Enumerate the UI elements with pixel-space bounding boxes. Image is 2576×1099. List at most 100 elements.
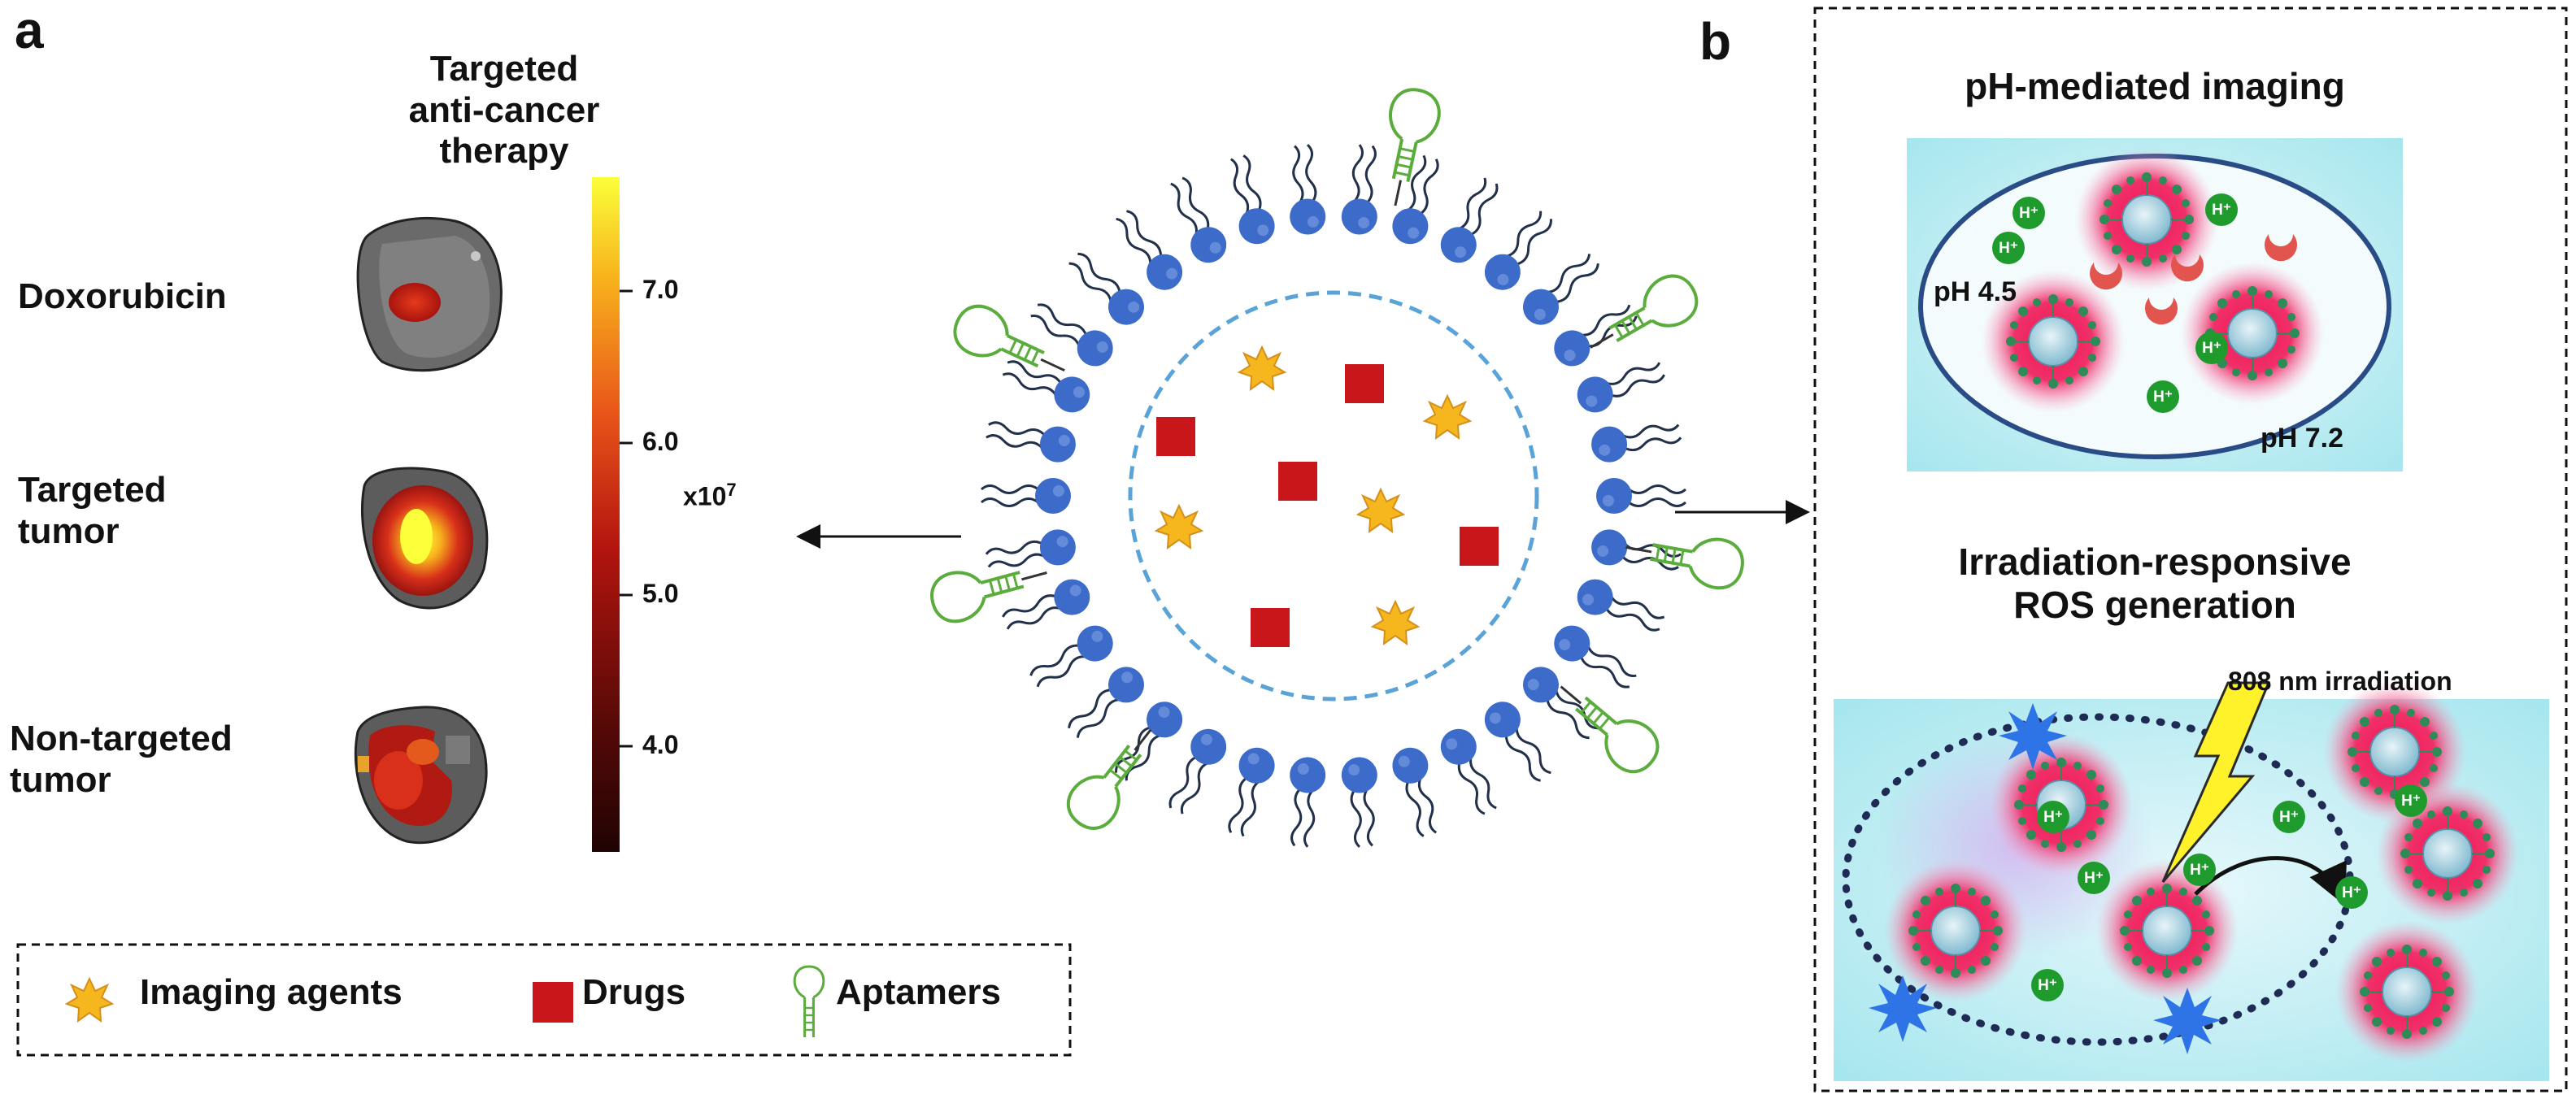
lipid-molecule [1105, 202, 1191, 299]
panel-a-title-line2: anti-cancer therapy [408, 89, 600, 172]
row-label-line: Non-targeted [10, 719, 233, 758]
panel-b-bottom-title: Irradiation-responsive ROS generation [1821, 541, 2488, 627]
liposome-aptamers [925, 83, 1748, 840]
liposome [980, 142, 1687, 849]
proton-badge: H⁺ [2037, 801, 2069, 833]
bottom-title-line1: Irradiation-responsive [1958, 541, 2352, 583]
tumor-image-doxorubicin [356, 217, 503, 372]
row-label-line: Targeted [18, 470, 167, 510]
proton-badge: H⁺ [2012, 197, 2045, 229]
row-label-doxorubicin: Doxorubicin [18, 276, 227, 318]
proton-badge: H⁺ [2183, 854, 2216, 886]
drug-square [1278, 462, 1317, 501]
proton-badge: H⁺ [2273, 801, 2305, 833]
lipid-molecule [1570, 572, 1670, 641]
imaging-agent-star [1424, 395, 1471, 439]
lipid-molecule [1476, 202, 1562, 299]
lipid-molecule [1386, 742, 1449, 841]
colorbar-tick: 7.0 [642, 275, 679, 304]
proton-badge: H⁺ [2147, 380, 2179, 413]
colorbar-unit-base: x10 [683, 481, 727, 511]
proton-badge: H⁺ [2395, 784, 2427, 817]
lipid-molecule [1546, 617, 1644, 698]
lipid-molecule [1338, 142, 1386, 237]
imaging-agent-star [1238, 346, 1286, 390]
lightning-icon [2161, 681, 2271, 883]
lipid-molecule [1570, 350, 1670, 419]
proton-badge: H⁺ [2078, 862, 2110, 894]
proton-badge: H⁺ [2335, 876, 2368, 909]
lipid-molecule [1338, 754, 1386, 849]
colorbar-tick: 6.0 [642, 427, 679, 456]
row-label-line: tumor [18, 510, 120, 551]
liposome-cargo [1155, 346, 1499, 647]
colorbar-tick: 4.0 [642, 730, 679, 759]
drug-square [1460, 527, 1499, 566]
lipid-molecule [997, 572, 1097, 641]
imaging-agent-star [1372, 601, 1419, 645]
lipid-molecule [1595, 476, 1687, 515]
aptamer-icon [793, 965, 825, 1037]
drug-square [1156, 417, 1195, 456]
proton-badge: H⁺ [2031, 969, 2064, 1001]
ph-inner-label: pH 4.5 [1934, 276, 2017, 307]
lipid-molecule [1105, 693, 1191, 789]
irradiation-label: 808 nm irradiation [2228, 667, 2452, 696]
panel-a-letter: a [15, 1, 44, 59]
drug-square [1345, 364, 1384, 403]
legend-label-aptamers: Aptamers [836, 972, 1001, 1012]
aptamer [1543, 666, 1669, 783]
lipid-molecule [1023, 293, 1121, 375]
imaging-agent-star [1357, 489, 1404, 532]
bottom-title-line2: ROS generation [2013, 583, 2296, 626]
colorbar-unit: x107 [683, 480, 737, 512]
lipid-molecule [982, 412, 1081, 467]
aptamer [1620, 522, 1748, 593]
inner-membrane [1128, 290, 1539, 702]
lipid-molecule [982, 525, 1081, 580]
row-label-line: tumor [10, 759, 111, 800]
colorbar [592, 177, 620, 852]
lipid-molecule [1218, 151, 1281, 250]
lipid-molecule [1433, 721, 1508, 820]
lipid-molecule [1023, 617, 1121, 698]
aptamer [1369, 83, 1446, 213]
panel-b-letter: b [1699, 12, 1732, 71]
panel-b-box [1813, 7, 2568, 1092]
row-label-non-targeted: Non-targeted tumor [10, 719, 233, 801]
lipid-molecule [1218, 742, 1281, 841]
lipid-molecule [1514, 244, 1608, 334]
panel-a-title: Targeted anti-cancer therapy [342, 49, 667, 172]
lipid-molecule [1060, 244, 1153, 334]
transition-arrow [2194, 856, 2347, 906]
lipid-molecule [1159, 721, 1234, 820]
legend-box [16, 943, 1072, 1057]
colorbar-unit-exp: 7 [726, 480, 737, 500]
proton-badge: H⁺ [2205, 193, 2238, 226]
legend-label-imaging: Imaging agents [140, 972, 402, 1012]
tumor-image-non-targeted [354, 706, 488, 845]
row-label-line: Doxorubicin [18, 276, 227, 316]
colorbar-tick: 5.0 [642, 579, 679, 608]
lipid-molecule [980, 476, 1073, 515]
lipid-molecule [1586, 525, 1685, 580]
ph-imaging-image [1907, 138, 2403, 471]
lipid-molecule [1433, 172, 1508, 271]
proton-badge: H⁺ [1992, 232, 2025, 264]
drug-square [1251, 608, 1290, 647]
lipid-molecule [1476, 693, 1562, 789]
lipid-molecule [1586, 412, 1685, 467]
legend-label-drugs: Drugs [582, 972, 686, 1012]
imaging-agent-star [1155, 505, 1203, 549]
tumor-image-targeted [360, 467, 489, 610]
lipid-molecule [1281, 754, 1329, 849]
ros-generation-image [1834, 680, 2549, 1081]
square-icon [533, 982, 573, 1023]
row-label-targeted: Targeted tumor [18, 470, 167, 552]
lipid-molecule [1060, 658, 1153, 748]
proton-badge: H⁺ [2195, 332, 2228, 364]
star-icon [66, 978, 113, 1022]
lipid-molecule [1159, 172, 1234, 271]
